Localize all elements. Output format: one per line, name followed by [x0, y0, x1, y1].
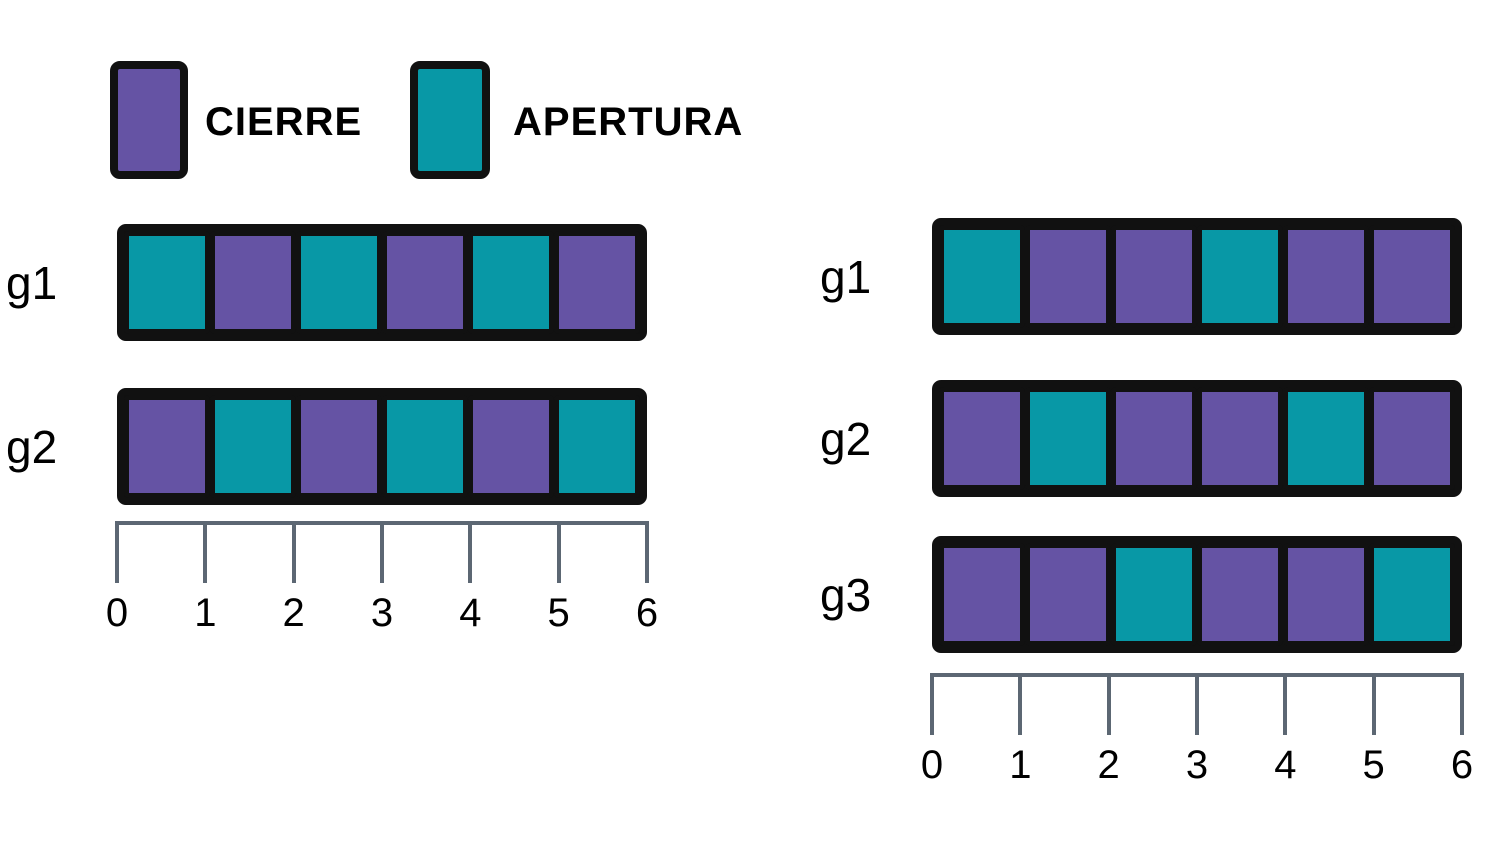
bar-segment-g3-4-cierre	[1283, 543, 1369, 646]
axis-tick	[291, 521, 296, 583]
axis-tick-label: 0	[105, 591, 129, 635]
bar-segment-g3-0-cierre	[939, 543, 1025, 646]
bar-segment-g2-1-apertura	[210, 395, 296, 498]
axis-tick-label: 2	[1097, 743, 1120, 787]
x-axis: 0 1 2 3 4 5 6	[921, 673, 1473, 793]
bar-segment-g1-3-cierre	[382, 231, 468, 334]
axis-tick-label: 2	[282, 591, 305, 635]
bar-segment-g1-0-apertura	[939, 225, 1025, 328]
axis-tick-label: 6	[635, 591, 659, 635]
row-label-g1: g1	[820, 250, 872, 303]
bar-row-g2	[932, 380, 1462, 497]
bar-segment-g1-1-cierre	[210, 231, 296, 334]
axis-tick	[645, 521, 649, 583]
axis-tick-label: 1	[194, 591, 217, 635]
row-label-g2: g2	[6, 420, 58, 473]
bar-segment-g3-1-cierre	[1025, 543, 1111, 646]
bar-segment-g1-5-cierre	[1369, 225, 1455, 328]
bar-segment-g1-0-apertura	[124, 231, 210, 334]
bar-segment-g2-0-cierre	[124, 395, 210, 498]
axis-tick-label: 0	[920, 743, 944, 787]
axis-tick-label: 3	[1185, 743, 1209, 787]
bar-segment-g3-2-apertura	[1111, 543, 1197, 646]
legend-label-cierre: CIERRE	[205, 100, 363, 144]
axis-tick	[468, 521, 473, 583]
bar-segment-g2-2-cierre	[1111, 387, 1197, 490]
bar-segment-g2-5-cierre	[1369, 387, 1455, 490]
bar-segment-g3-5-apertura	[1369, 543, 1455, 646]
bar-segment-g1-2-cierre	[1111, 225, 1197, 328]
row-label-g3: g3	[820, 568, 872, 621]
bar-row-g1	[117, 224, 647, 341]
axis-tick	[1018, 673, 1023, 735]
x-axis: 0 1 2 3 4 5 6	[106, 521, 658, 641]
bar-segment-g2-4-cierre	[468, 395, 554, 498]
axis-tick-label: 6	[1450, 743, 1474, 787]
bar-segment-g2-3-cierre	[1197, 387, 1283, 490]
legend-label-apertura: APERTURA	[513, 100, 744, 144]
bar-segment-g1-3-apertura	[1197, 225, 1283, 328]
axis-tick	[556, 521, 561, 583]
bar-segment-g1-1-cierre	[1025, 225, 1111, 328]
bar-segment-g2-4-apertura	[1283, 387, 1369, 490]
axis-tick	[930, 673, 934, 735]
bar-row-g2	[117, 388, 647, 505]
axis-tick	[1371, 673, 1376, 735]
bar-segment-g1-2-apertura	[296, 231, 382, 334]
axis-tick-label: 4	[459, 591, 482, 635]
legend-swatch-apertura	[410, 61, 490, 179]
row-label-g2: g2	[820, 412, 872, 465]
bar-segment-g2-0-cierre	[939, 387, 1025, 490]
axis-tick	[380, 521, 384, 583]
bar-segment-g2-1-apertura	[1025, 387, 1111, 490]
bar-row-g1	[932, 218, 1462, 335]
bar-segment-g1-4-apertura	[468, 231, 554, 334]
axis-tick-label: 3	[370, 591, 394, 635]
bar-segment-g1-5-cierre	[554, 231, 640, 334]
bar-segment-g2-3-apertura	[382, 395, 468, 498]
legend-swatch-cierre	[110, 61, 188, 179]
bar-segment-g2-5-apertura	[554, 395, 640, 498]
axis-tick	[115, 521, 119, 583]
row-label-g1: g1	[6, 256, 58, 309]
axis-tick-label: 4	[1274, 743, 1297, 787]
axis-tick	[1283, 673, 1288, 735]
axis-tick	[1460, 673, 1464, 735]
axis-tick-label: 1	[1009, 743, 1032, 787]
bar-segment-g2-2-cierre	[296, 395, 382, 498]
axis-tick	[1195, 673, 1199, 735]
axis-tick-label: 5	[547, 591, 570, 635]
bar-row-g3	[932, 536, 1462, 653]
axis-tick	[203, 521, 208, 583]
bar-segment-g1-4-cierre	[1283, 225, 1369, 328]
axis-tick	[1106, 673, 1111, 735]
bar-segment-g3-3-cierre	[1197, 543, 1283, 646]
axis-tick-label: 5	[1362, 743, 1385, 787]
